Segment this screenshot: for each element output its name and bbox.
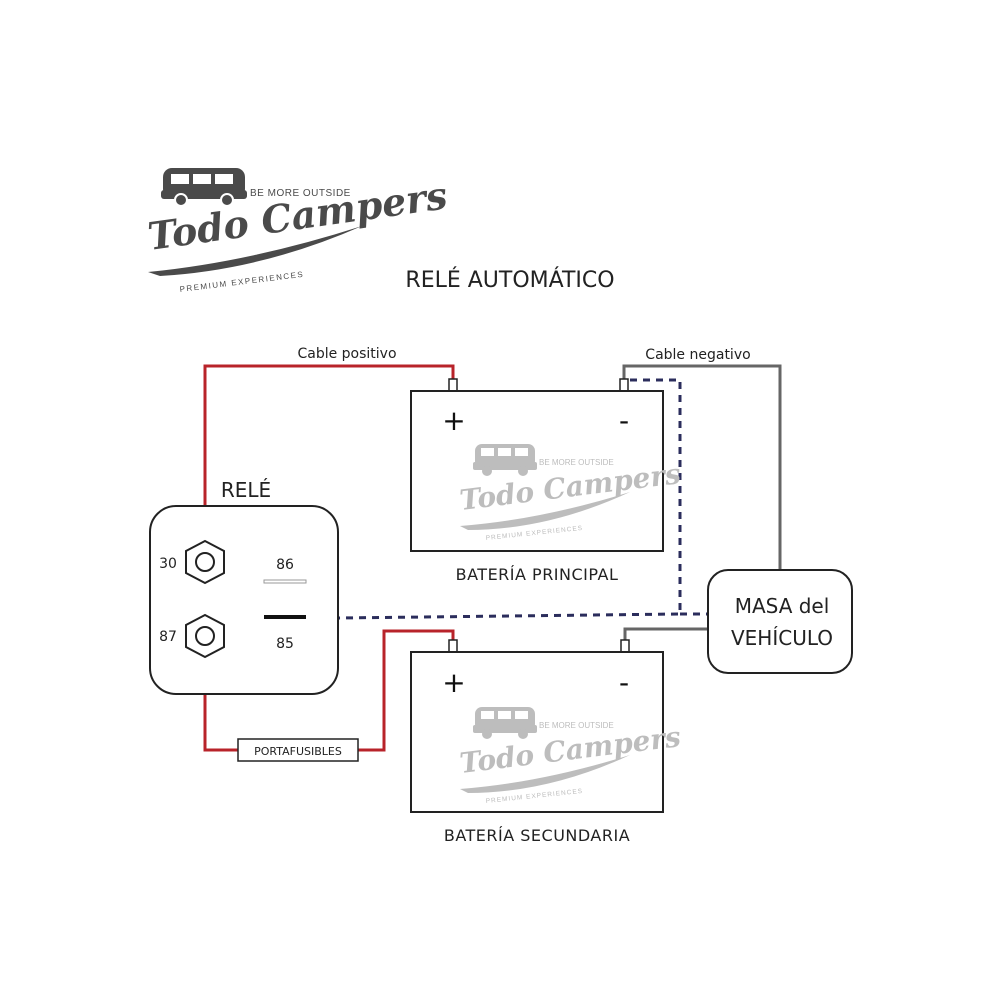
battery-main-label: BATERÍA PRINCIPAL <box>456 565 619 584</box>
terminal-hole <box>195 552 215 572</box>
battery-secondary: BE MORE OUTSIDE Todo Campers PREMIUM EXP… <box>410 639 683 813</box>
vehicle-ground-label-line2: VEHÍCULO <box>731 626 833 650</box>
relay-body <box>149 505 339 695</box>
pin-87-label: 87 <box>159 629 177 645</box>
battery-main: BE MORE OUTSIDE Todo Campers PREMIUM EXP… <box>410 378 683 552</box>
diagram-title: RELÉ AUTOMÁTICO <box>405 267 614 293</box>
pin-86-terminal <box>263 579 307 584</box>
logo-subline: PREMIUM EXPERIENCES <box>179 270 305 294</box>
watermark-tagline: BE MORE OUTSIDE <box>539 721 614 730</box>
watermark-tagline: BE MORE OUTSIDE <box>539 458 614 467</box>
brand-logo: BE MORE OUTSIDE Todo Campers PREMIUM EXP… <box>145 168 450 294</box>
terminal-hole <box>195 626 215 646</box>
battery-secondary-negative-post <box>620 639 630 653</box>
signal-dashed-wire <box>337 378 682 620</box>
pin-85-label: 85 <box>276 636 294 652</box>
battery-main-negative-post <box>619 378 629 392</box>
pin-85-terminal <box>264 615 306 619</box>
positive-cable-label: Cable positivo <box>297 346 396 362</box>
battery-secondary-label: BATERÍA SECUNDARIA <box>444 826 630 845</box>
watermark-van-icon <box>473 444 537 476</box>
logo-swoosh <box>148 226 362 276</box>
secondary-negative-cable <box>623 627 710 642</box>
vehicle-ground-box <box>707 569 853 674</box>
fuse-holder-label: PORTAFUSIBLES <box>254 745 342 758</box>
relay-terminal-87 <box>185 613 225 659</box>
pin-86-label: 86 <box>276 557 294 573</box>
battery-main-minus: - <box>619 404 629 437</box>
positive-cable <box>203 364 455 540</box>
vehicle-ground-label-line1: MASA del <box>735 594 830 618</box>
relay-label: RELÉ <box>221 478 271 502</box>
relay-terminal-30 <box>185 539 225 585</box>
battery-main-body <box>410 390 664 552</box>
battery-main-positive-post <box>448 378 458 392</box>
battery-secondary-minus: - <box>619 666 629 699</box>
watermark-swoosh <box>460 492 630 530</box>
battery-main-plus: + <box>442 404 465 437</box>
negative-cable <box>622 364 782 571</box>
battery-secondary-plus: + <box>442 666 465 699</box>
fuse-holder-box <box>237 738 359 762</box>
van-icon <box>161 168 247 207</box>
battery-secondary-positive-post <box>448 639 458 653</box>
fused-positive-cable-2 <box>358 629 455 752</box>
watermark-van-icon <box>473 707 537 739</box>
negative-cable-label: Cable negativo <box>645 347 750 363</box>
pin-30-label: 30 <box>159 556 177 572</box>
logo-tagline: BE MORE OUTSIDE <box>250 188 351 199</box>
watermark-swoosh <box>460 755 630 793</box>
